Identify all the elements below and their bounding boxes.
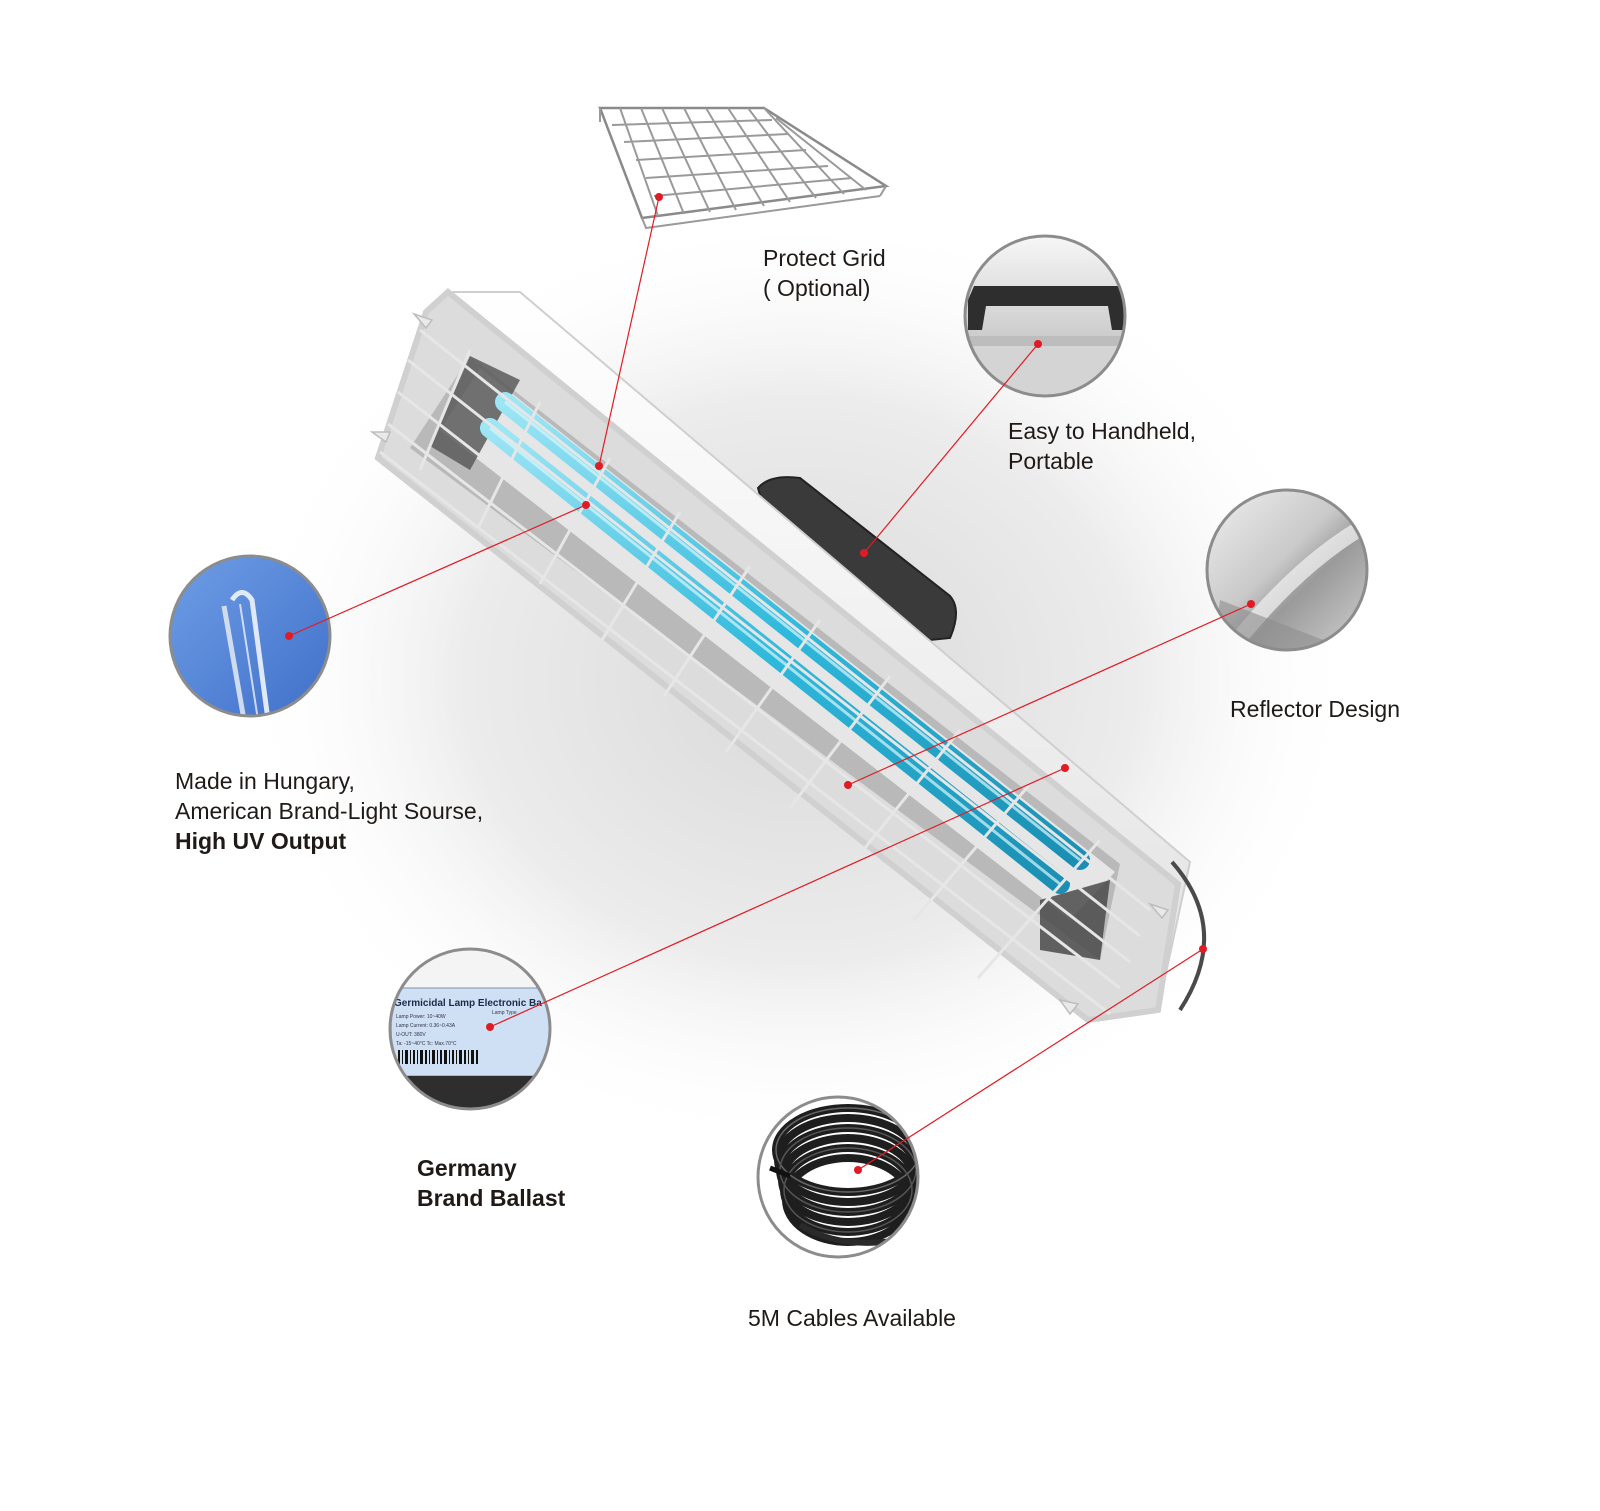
protect-grid-label: Protect Grid ( Optional)	[763, 243, 886, 303]
reflector-detail-circle	[1205, 488, 1369, 652]
leader-lines	[288, 196, 1252, 1171]
reflector-label-line-1: Reflector Design	[1230, 696, 1401, 722]
handheld-label: Easy to Handheld, Portable	[1008, 416, 1196, 476]
ballast-label-line-2: Brand Ballast	[417, 1185, 566, 1211]
cable-detail-circle	[756, 1095, 920, 1259]
light-source-label-line-1: Made in Hungary,	[175, 768, 355, 794]
ballast-label-row-1: Lamp Power: 10~40W	[396, 1014, 446, 1020]
light-source-label: Made in Hungary, American Brand-Light So…	[175, 766, 483, 856]
power-cable	[1170, 860, 1206, 1012]
ballast-label-row-3: U-OUT: 380V	[396, 1032, 426, 1038]
protect-grid-label-line-2: ( Optional)	[763, 275, 871, 301]
ballast-detail-circle: Germicidal Lamp Electronic Ba Lamp Power…	[388, 947, 552, 1111]
handle-detail-circle	[963, 234, 1127, 398]
uv-lamp-fixture	[369, 288, 1206, 1024]
quartz-tube-detail-circle	[168, 554, 332, 718]
ballast-label-row-2: Lamp Current: 0.36~0.43A	[396, 1023, 456, 1029]
ballast-label-side: Lamp Type	[492, 1010, 517, 1016]
leader-dots	[285, 193, 1255, 1174]
ballast-label-title: Germicidal Lamp Electronic Ba	[394, 998, 542, 1009]
ballast-label: Germany Brand Ballast	[417, 1153, 565, 1213]
cables-label: 5M Cables Available	[748, 1303, 956, 1333]
barcode	[398, 1050, 478, 1064]
protect-grid-icon	[598, 106, 890, 230]
ballast-label-line-1: Germany	[417, 1155, 517, 1181]
light-source-label-line-3: High UV Output	[175, 828, 347, 854]
fixture-handle	[756, 476, 957, 642]
protect-grid-label-line-1: Protect Grid	[763, 245, 886, 271]
handheld-label-line-1: Easy to Handheld,	[1008, 418, 1196, 444]
cables-label-line-1: 5M Cables Available	[748, 1305, 956, 1331]
reflector-label: Reflector Design	[1230, 694, 1400, 724]
light-source-label-line-2: American Brand-Light Sourse,	[175, 798, 484, 824]
handheld-label-line-2: Portable	[1008, 448, 1094, 474]
ballast-label-row-4: Ta: -15~40°C Tc: Max.70°C	[396, 1041, 457, 1047]
